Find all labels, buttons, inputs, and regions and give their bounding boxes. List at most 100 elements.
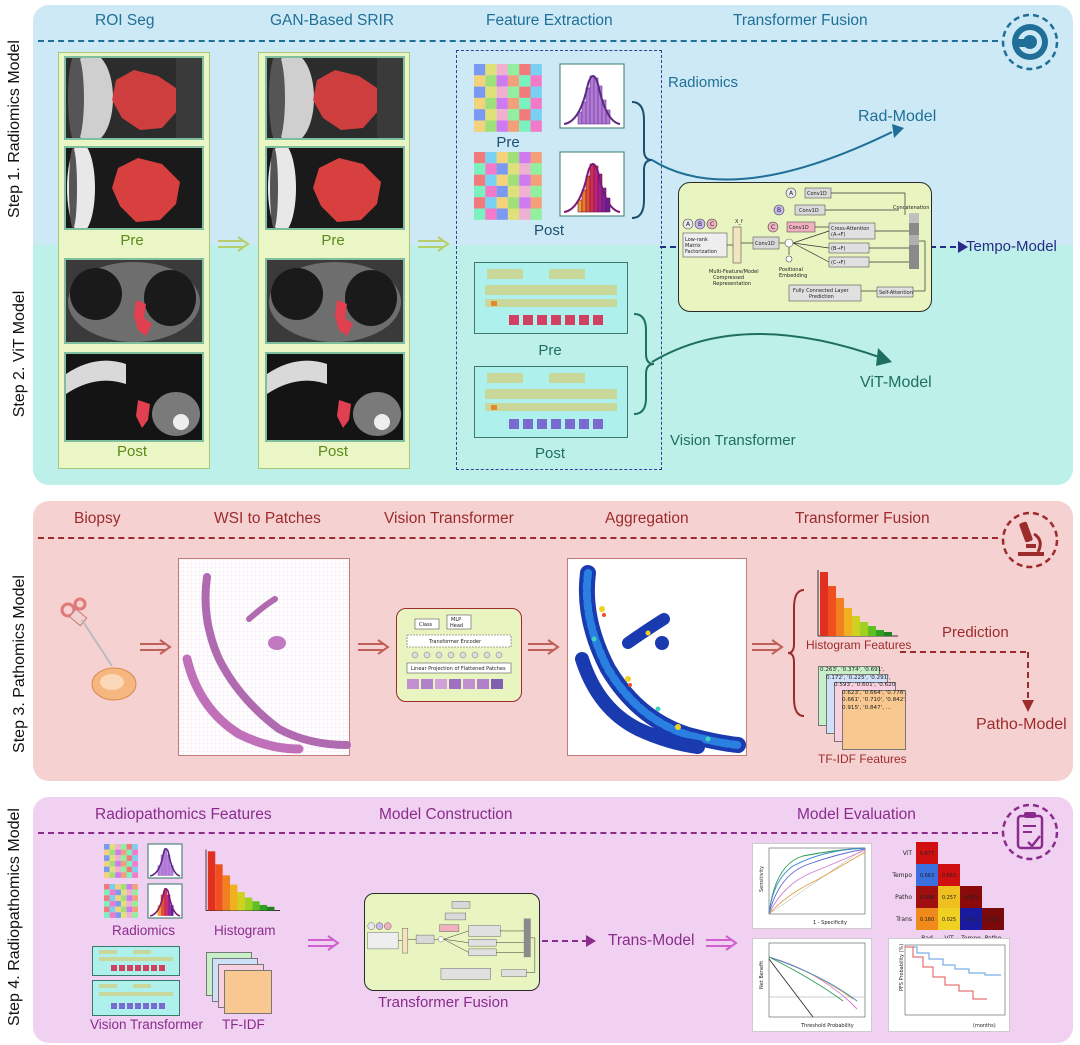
transformer-fusion-label: Transformer Fusion — [378, 994, 509, 1011]
radiomics-grid-cell — [474, 109, 486, 121]
radiomics-grid-cell — [519, 109, 531, 121]
heatmap-cell — [938, 864, 960, 886]
radiomics-grid-cell — [120, 906, 127, 913]
radiomics-grid-cell — [126, 889, 133, 896]
radiomics-grid-cell — [496, 64, 508, 76]
svg-text:Cross-Attention: Cross-Attention — [831, 226, 869, 232]
histogram-feature-label: Histogram — [214, 923, 276, 938]
step2-side-label: Step 2. ViT Model — [11, 290, 28, 418]
srir-post-lung-window — [265, 258, 405, 344]
heatmap-value: 0.663 — [920, 873, 934, 879]
radiomics-grid-cell — [496, 185, 508, 198]
radiomics-grid-cell — [115, 889, 121, 896]
heatmap-value: 0.831 — [964, 917, 978, 923]
histogram-features-label: Histogram Features — [806, 638, 912, 652]
fusion-xf: X_f — [735, 219, 743, 225]
radiomics-grid-cell — [474, 86, 486, 98]
heatmap-value: 0.663 — [964, 895, 978, 901]
pathomics-brace — [787, 589, 805, 717]
heatmap-value: 0.663 — [942, 873, 956, 879]
radiomics-grid-cell — [126, 855, 133, 861]
fusion-c: C — [710, 221, 714, 228]
trans-model-label: Trans-Model — [608, 932, 695, 949]
svg-text:(A→F): (A→F) — [831, 232, 845, 238]
radiomics-grid-cell — [132, 906, 138, 913]
radiomics-grid-cell — [115, 900, 121, 907]
radiomics-grid-cell — [507, 174, 520, 186]
radiomics-grid-cell — [485, 97, 497, 110]
svg-text:Self-Attention: Self-Attention — [879, 290, 913, 296]
radiomics-grid-cell — [115, 855, 121, 861]
radiomics-grid-cell — [507, 64, 520, 76]
step3-side-label: Step 3. Pathomics Model — [11, 575, 28, 753]
radiomics-grid-post — [474, 152, 542, 220]
radiomics-grid-cell — [485, 208, 497, 220]
arrow-wsi-to-vit — [358, 639, 390, 655]
radiomics-grid-cell — [109, 866, 116, 873]
svg-text:MLP: MLP — [451, 617, 461, 623]
mini-radiomics-grid-2 — [104, 884, 138, 918]
radiomics-grid-cell — [126, 866, 133, 873]
header-transformer-fusion: Transformer Fusion — [733, 12, 868, 29]
radiomics-grid-cell — [115, 866, 121, 873]
radiomics-grid-cell — [115, 895, 121, 901]
dca-xlabel: Threshold Probability — [800, 1023, 854, 1029]
radiomics-grid-cell — [496, 152, 508, 164]
radiomics-grid-cell — [474, 120, 486, 132]
ct-pre-mediastinal-window — [64, 146, 204, 230]
header-wsi-patches: WSI to Patches — [214, 510, 321, 527]
svg-text:Conv1D: Conv1D — [799, 208, 819, 214]
radiomics-grid-cell — [126, 844, 133, 850]
radiomics-grid-cell — [519, 185, 531, 198]
radiomics-grid-cell — [120, 866, 127, 873]
ct-pre-lung-window — [64, 56, 204, 140]
radiomics-grid-cell — [519, 64, 531, 76]
radiomics-grid-cell — [507, 97, 520, 110]
radiomics-grid-cell — [104, 866, 110, 873]
radiomics-grid-cell — [474, 185, 486, 198]
step4-side-label: Step 4. Radiopathomics Model — [6, 808, 23, 1026]
radiomics-grid-cell — [132, 895, 138, 901]
radiomics-grid-cell — [507, 120, 520, 132]
radiomics-grid-cell — [485, 109, 497, 121]
heatmap-cell — [938, 886, 960, 908]
radiomics-grid-cell — [104, 900, 110, 907]
microscope-icon — [1001, 511, 1059, 569]
radiomics-grid-cell — [474, 97, 486, 110]
radiomics-grid-cell — [530, 208, 542, 220]
radiomics-grid-cell — [104, 849, 110, 856]
header-transformer-fusion-3: Transformer Fusion — [795, 510, 930, 527]
radiomics-grid-cell — [104, 895, 110, 901]
arrow-vit-to-aggregation — [528, 639, 560, 655]
radiomics-grid-cell — [109, 900, 116, 907]
radiomics-grid-cell — [474, 208, 486, 220]
radiomics-grid-cell — [132, 844, 138, 850]
biopsy-needle-icon — [60, 597, 137, 701]
heatmap-value: 0.160 — [920, 917, 934, 923]
radiomics-grid-cell — [109, 895, 116, 901]
radiomics-feature-label: Radiomics — [112, 923, 176, 938]
radiomics-grid-cell — [132, 855, 138, 861]
radiomics-grid-cell — [109, 844, 116, 850]
radiomics-grid-cell — [485, 152, 497, 164]
rad-model-label: Rad-Model — [858, 108, 937, 125]
svg-text:Head: Head — [450, 623, 463, 629]
radiomics-grid-cell — [132, 872, 138, 878]
arrow-roi-to-srir — [218, 236, 250, 252]
radiomics-grid-cell — [519, 174, 531, 186]
radiomics-grid-cell — [530, 64, 542, 76]
step3-header-divider — [38, 537, 998, 539]
histogram-features-chart — [817, 570, 898, 637]
clipboard-check-icon — [1001, 803, 1059, 861]
header-biopsy: Biopsy — [74, 510, 121, 527]
transformer-fusion-block: A B C Low-rank Matrix Factorization X_f … — [678, 182, 932, 312]
radiomics-grid-cell — [496, 163, 508, 175]
radiomics-grid-cell — [126, 872, 133, 878]
heatmap-row-label: Trans — [895, 916, 912, 923]
radiomics-grid-cell — [126, 906, 133, 913]
radiomics-grid-cell — [474, 64, 486, 76]
radiomics-grid-cell — [120, 844, 127, 850]
radiomics-grid-pre — [474, 64, 542, 132]
radiomics-grid-cell — [507, 109, 520, 121]
prediction-label: Prediction — [942, 624, 1009, 641]
